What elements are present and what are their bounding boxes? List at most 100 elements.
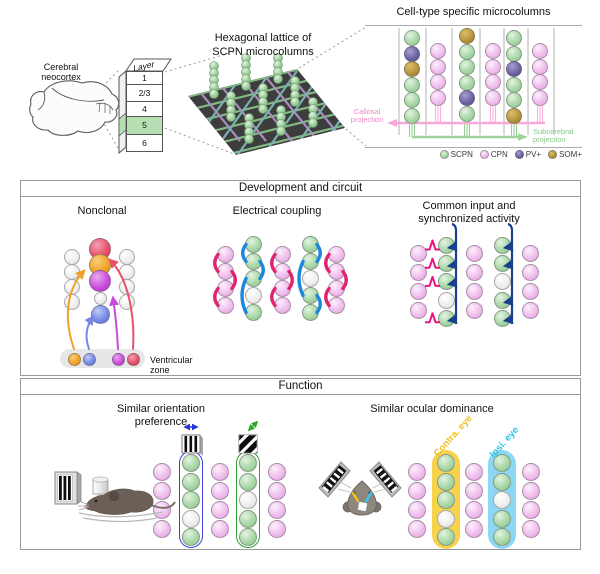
neuron-blue — [90, 305, 110, 324]
nonclonal-title: Nonclonal — [77, 205, 127, 217]
neuron-pink — [465, 302, 483, 319]
neuron-gray — [119, 279, 135, 295]
nonclonal-panel: Nonclonal Ventricular zone — [21, 197, 207, 375]
neuron-pink — [409, 245, 427, 262]
neuron-pink — [521, 283, 539, 300]
hex-lattice-title: Hexagonal lattice of SCPN microcolumns — [212, 32, 314, 58]
neuron-green — [239, 509, 257, 528]
orientation-neurons — [21, 395, 301, 549]
neuron-gray — [64, 249, 80, 265]
neuron-green — [459, 74, 475, 91]
neuron-pink — [216, 246, 234, 263]
neuron-gray — [93, 292, 107, 305]
orientation-title: Similar orientation preference — [116, 403, 206, 428]
neuron-pink — [408, 501, 426, 519]
neuron-green — [437, 255, 455, 273]
neuron-purple — [459, 90, 475, 106]
neuron-white — [239, 491, 257, 509]
neuron-pink — [211, 520, 229, 538]
neuron-pink — [521, 245, 539, 262]
neuron-green — [301, 304, 319, 321]
neuron-green — [493, 454, 511, 472]
neuron-pink — [268, 482, 286, 500]
neuron-green — [244, 236, 262, 253]
common-input-neurons — [394, 197, 580, 375]
celltype-columns — [365, 4, 582, 164]
legend-item-pv: PV+ — [514, 150, 541, 159]
neuron-blue — [82, 353, 96, 366]
neuron-pink — [408, 482, 426, 500]
neuron-green — [244, 270, 262, 287]
column-wall — [451, 28, 453, 135]
neuron-green — [437, 237, 455, 254]
neuron-pink — [273, 246, 291, 263]
callosal-label: Callosal projection — [350, 107, 384, 124]
layer-1: 1 — [142, 73, 147, 83]
ocular-panel: Similar ocular dominance — [301, 395, 580, 549]
som-label: SOM+ — [559, 150, 582, 159]
neuron-pink — [522, 463, 540, 481]
neuron-magenta — [111, 353, 125, 366]
layer-5-highlighted: 5 — [127, 116, 162, 134]
neuron-pink — [268, 501, 286, 519]
neuron-green — [493, 237, 511, 254]
neuron-pink — [522, 520, 540, 538]
neuron-green — [301, 253, 319, 270]
neuron-pink — [273, 280, 291, 297]
neuron-green — [493, 528, 511, 546]
neuron-pink — [211, 463, 229, 481]
neuron-green — [459, 59, 475, 75]
neuron-pink — [327, 246, 345, 263]
legend-item-scpn: SCPN — [439, 150, 473, 159]
neuron-green — [244, 253, 262, 270]
layer-4: 4 — [127, 101, 162, 116]
neuron-pink — [268, 520, 286, 538]
neuron-pink — [409, 264, 427, 281]
neuron-gray — [64, 264, 80, 280]
column-wall — [398, 28, 400, 135]
neuron-pink — [273, 263, 291, 280]
function-header: Function — [20, 378, 581, 395]
ventricular-zone-label: Ventricular zone — [150, 355, 193, 375]
neuron-green — [493, 472, 511, 491]
neuron-green — [239, 528, 257, 546]
neuron-gold — [459, 28, 475, 44]
neuron-pink — [465, 245, 483, 262]
neuron-gray — [64, 279, 80, 295]
neuron-green — [437, 491, 455, 509]
neuron-pink — [153, 520, 171, 538]
neuron-white — [301, 270, 319, 287]
column-wall — [503, 28, 505, 135]
neuron-pink — [465, 520, 483, 538]
neuron-green — [182, 454, 200, 472]
neuron-gray — [119, 294, 135, 310]
neuron-pink — [153, 501, 171, 519]
neuron-pink — [408, 520, 426, 538]
cell-type-legend: SCPN CPN PV+ SOM+ — [439, 150, 582, 159]
electrical-neurons — [207, 197, 394, 375]
neuron-pink — [532, 43, 548, 59]
neuron-green — [459, 43, 475, 60]
neuron-purple — [506, 61, 522, 77]
neuron-green — [182, 528, 200, 546]
neuron-pink — [465, 283, 483, 300]
electrical-title: Electrical coupling — [232, 205, 322, 217]
neuron-pink — [522, 501, 540, 519]
neuron-gold — [404, 61, 420, 77]
neuron-green — [459, 105, 475, 122]
legend-item-cpn: CPN — [479, 150, 508, 159]
neuron-pink — [327, 263, 345, 280]
neuron-green — [506, 92, 522, 108]
neuron-pink — [430, 58, 446, 75]
hexagonal-lattice — [188, 53, 345, 155]
som-swatch — [548, 150, 558, 159]
neuron-pink — [327, 280, 345, 297]
neuron-green — [239, 472, 257, 491]
neuron-pink — [327, 297, 345, 314]
neuron-green — [493, 291, 511, 309]
neuron-pink — [268, 463, 286, 481]
neuron-magenta — [89, 270, 111, 292]
neuron-green — [239, 454, 257, 472]
neuron-pink — [465, 482, 483, 500]
